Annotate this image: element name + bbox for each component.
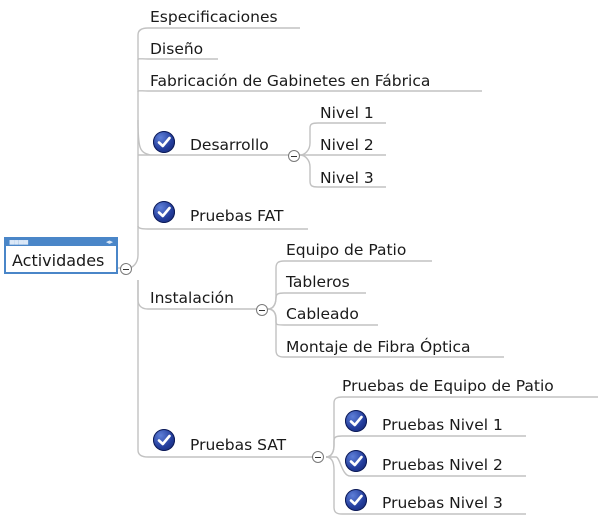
root-node[interactable]: ■■■■ ◂▸ Actividades xyxy=(4,237,118,274)
check-icon xyxy=(345,489,367,511)
node-desarrollo[interactable]: Desarrollo xyxy=(190,136,269,154)
node-especificaciones[interactable]: Especificaciones xyxy=(150,8,278,26)
node-montaje-fibra[interactable]: Montaje de Fibra Óptica xyxy=(286,338,471,356)
node-nivel-2[interactable]: Nivel 2 xyxy=(320,136,374,154)
check-icon xyxy=(153,201,175,223)
node-pruebas-equipo-patio[interactable]: Pruebas de Equipo de Patio xyxy=(342,377,554,395)
check-icon xyxy=(153,429,175,451)
node-diseno[interactable]: Diseño xyxy=(150,40,204,58)
check-icon xyxy=(345,450,367,472)
collapse-icon[interactable] xyxy=(312,451,324,463)
collapse-icon[interactable] xyxy=(256,304,268,316)
node-pruebas-nivel-1[interactable]: Pruebas Nivel 1 xyxy=(382,416,503,434)
node-nivel-1[interactable]: Nivel 1 xyxy=(320,104,374,122)
grip-icon: ■■■■ xyxy=(9,239,29,246)
node-pruebas-sat[interactable]: Pruebas SAT xyxy=(190,436,287,454)
node-tableros[interactable]: Tableros xyxy=(286,273,350,291)
collapse-icon[interactable] xyxy=(288,150,300,162)
root-titlebar xyxy=(6,239,116,246)
check-icon xyxy=(345,410,367,432)
node-fabricacion[interactable]: Fabricación de Gabinetes en Fábrica xyxy=(150,72,431,90)
node-instalacion[interactable]: Instalación xyxy=(150,289,234,307)
node-equipo-de-patio[interactable]: Equipo de Patio xyxy=(286,241,407,259)
resize-arrows-icon[interactable]: ◂▸ xyxy=(105,238,113,246)
node-pruebas-fat[interactable]: Pruebas FAT xyxy=(190,207,284,225)
node-cableado[interactable]: Cableado xyxy=(286,305,359,323)
node-pruebas-nivel-3[interactable]: Pruebas Nivel 3 xyxy=(382,494,503,512)
collapse-icon[interactable] xyxy=(120,263,132,275)
root-label: Actividades xyxy=(12,251,105,270)
node-pruebas-nivel-2[interactable]: Pruebas Nivel 2 xyxy=(382,456,503,474)
node-nivel-3[interactable]: Nivel 3 xyxy=(320,169,374,187)
check-icon xyxy=(153,131,175,153)
